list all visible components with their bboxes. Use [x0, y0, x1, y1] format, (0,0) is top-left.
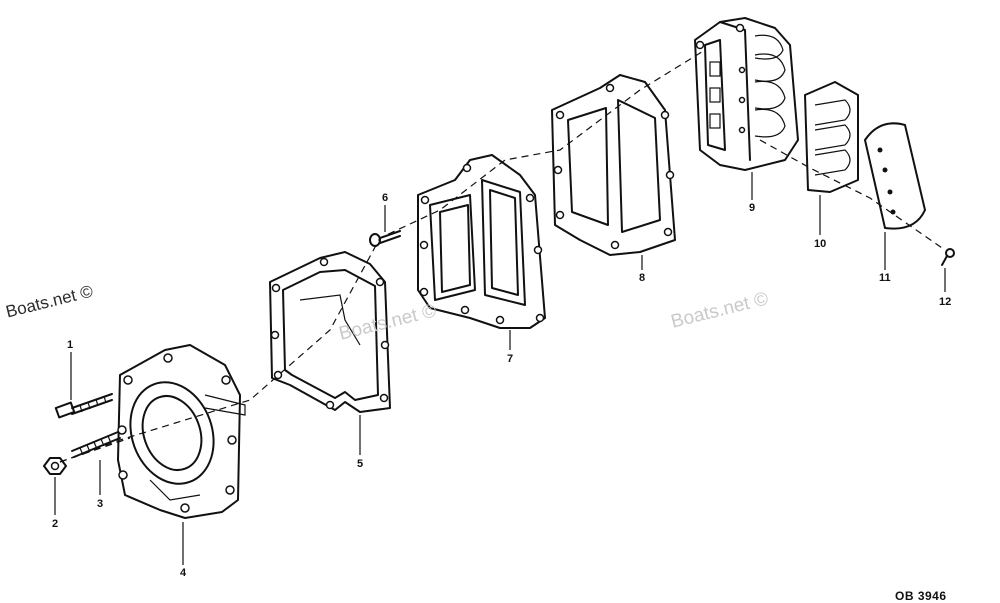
part-10-reed-petals — [804, 81, 859, 193]
callout-12: 12 — [939, 296, 952, 308]
assembly-centerline-right — [759, 139, 946, 251]
reference-code: OB 3946 — [895, 589, 947, 603]
part-4-adapter-plate — [117, 344, 246, 519]
part-1-bolt — [54, 393, 113, 419]
callout-10: 10 — [814, 238, 827, 250]
part-11-reed-stop — [864, 122, 926, 230]
callout-3: 3 — [97, 498, 104, 510]
part-2-nut — [43, 457, 67, 475]
callout-11: 11 — [879, 272, 891, 284]
part-3-stud — [71, 431, 121, 458]
part-12-screw — [941, 248, 955, 266]
part-6-screw — [369, 230, 401, 247]
callout-7: 7 — [507, 353, 514, 365]
part-5-gasket — [269, 251, 391, 413]
callout-8: 8 — [639, 272, 646, 284]
callout-leaders — [54, 172, 946, 565]
callout-1: 1 — [67, 339, 74, 351]
callout-4: 4 — [180, 567, 187, 579]
callout-6: 6 — [382, 192, 389, 204]
part-7-reed-plate — [417, 154, 546, 329]
part-8-gasket — [551, 74, 676, 256]
assembly-centerline — [59, 49, 706, 463]
part-9-reed-block — [694, 17, 799, 171]
callout-5: 5 — [357, 458, 364, 470]
callout-9: 9 — [749, 202, 756, 214]
callout-2: 2 — [52, 518, 59, 530]
